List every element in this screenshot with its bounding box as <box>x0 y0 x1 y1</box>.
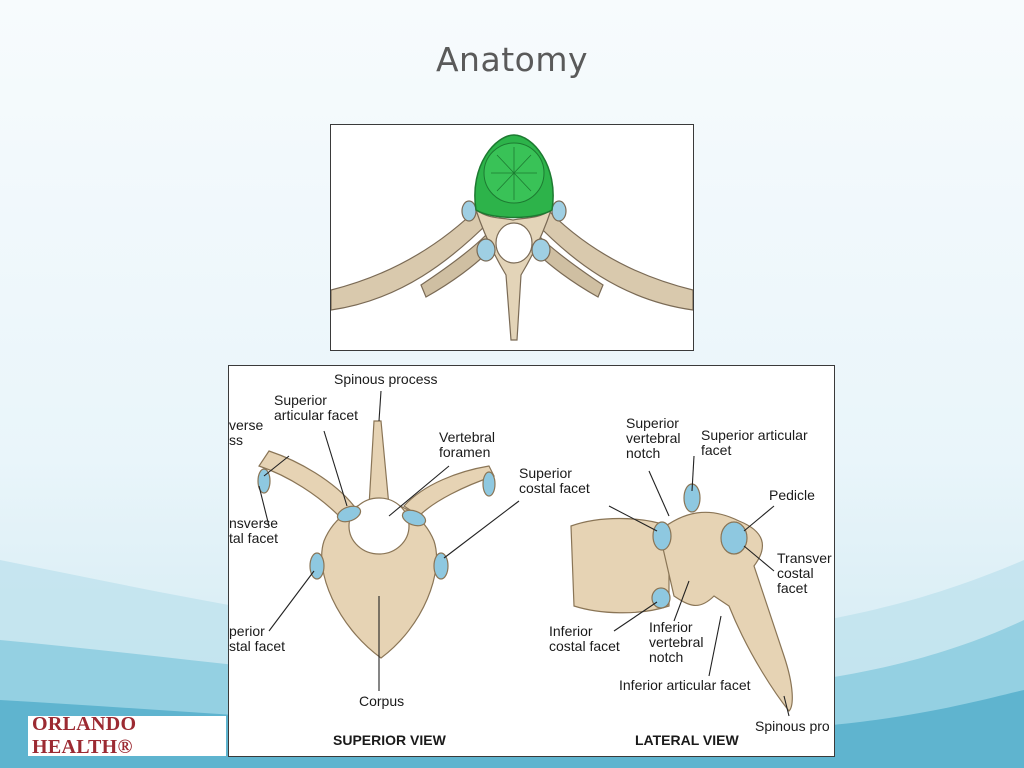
label-pedicle: Pedicle <box>769 487 815 503</box>
label-superior-costal-facet: Superior costal facet <box>519 465 590 496</box>
caption-lateral-view: LATERAL VIEW <box>635 732 739 748</box>
label-lateral-spinous-process: Spinous pro <box>755 718 830 734</box>
label-corpus: Corpus <box>359 693 405 709</box>
label-transverse-costal-facet: nsverse tal facet <box>229 515 279 546</box>
label-superior-articular-facet: Superior articular facet <box>274 392 359 423</box>
label-transverse-process: verse ss <box>229 417 264 448</box>
label-inferior-costal-facet: perior stal facet <box>229 623 286 654</box>
label-vertebral-foramen: Vertebral foramen <box>439 429 496 460</box>
caption-superior-view: SUPERIOR VIEW <box>333 732 446 748</box>
label-lateral-superior-articular-facet: Superior articular facet <box>701 427 808 458</box>
label-lateral-transverse-costal-facet: Transver costal facet <box>777 550 832 596</box>
label-lateral-inferior-costal-facet: Inferior costal facet <box>549 623 620 654</box>
slide-title: Anatomy <box>435 40 589 79</box>
vertebra-diagram: Spinous process Superior articular facet… <box>228 365 835 757</box>
vertebra-highlight-illustration <box>331 134 693 341</box>
label-inferior-articular-facet: Inferior articular facet <box>619 677 751 693</box>
lateral-view-drawing <box>570 483 793 712</box>
label-superior-vertebral-notch: Superior vertebral notch <box>626 415 681 461</box>
orlando-health-logo: ORLANDO HEALTH® <box>28 713 226 758</box>
vertebra-drawings <box>257 390 793 717</box>
label-inferior-vertebral-notch: Inferior vertebral notch <box>649 619 704 665</box>
label-spinous-process: Spinous process <box>334 371 438 387</box>
top-vertebra-image <box>330 124 694 351</box>
logo-text: ORLANDO HEALTH® <box>32 713 137 758</box>
leader-lines <box>258 390 790 717</box>
